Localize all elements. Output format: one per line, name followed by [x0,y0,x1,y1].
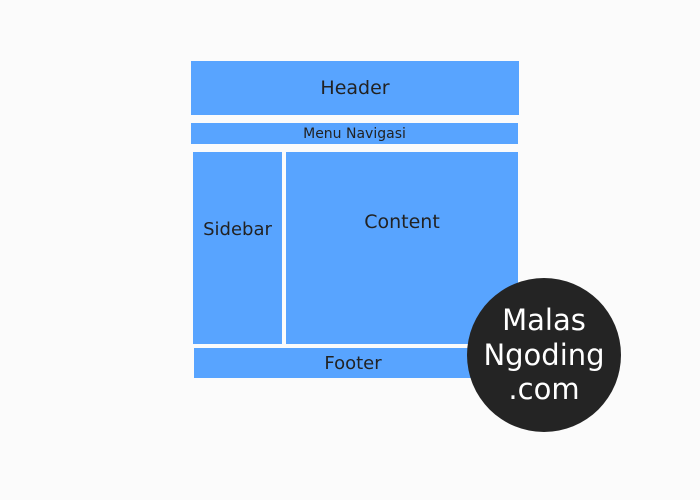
logo-line-1: Malas [502,302,586,337]
content-block: Content [286,152,518,344]
logo-line-2: Ngoding [483,337,605,372]
footer-block: Footer [194,348,512,378]
logo-line-3: .com [508,372,580,407]
malasngoding-logo: Malas Ngoding .com [467,278,621,432]
content-label: Content [364,211,440,233]
sidebar-label: Sidebar [203,219,272,240]
menu-navigasi-block: Menu Navigasi [191,123,518,144]
sidebar-block: Sidebar [193,152,282,344]
menu-navigasi-label: Menu Navigasi [303,125,406,142]
footer-label: Footer [324,352,382,374]
header-label: Header [320,77,390,99]
header-block: Header [191,61,519,115]
